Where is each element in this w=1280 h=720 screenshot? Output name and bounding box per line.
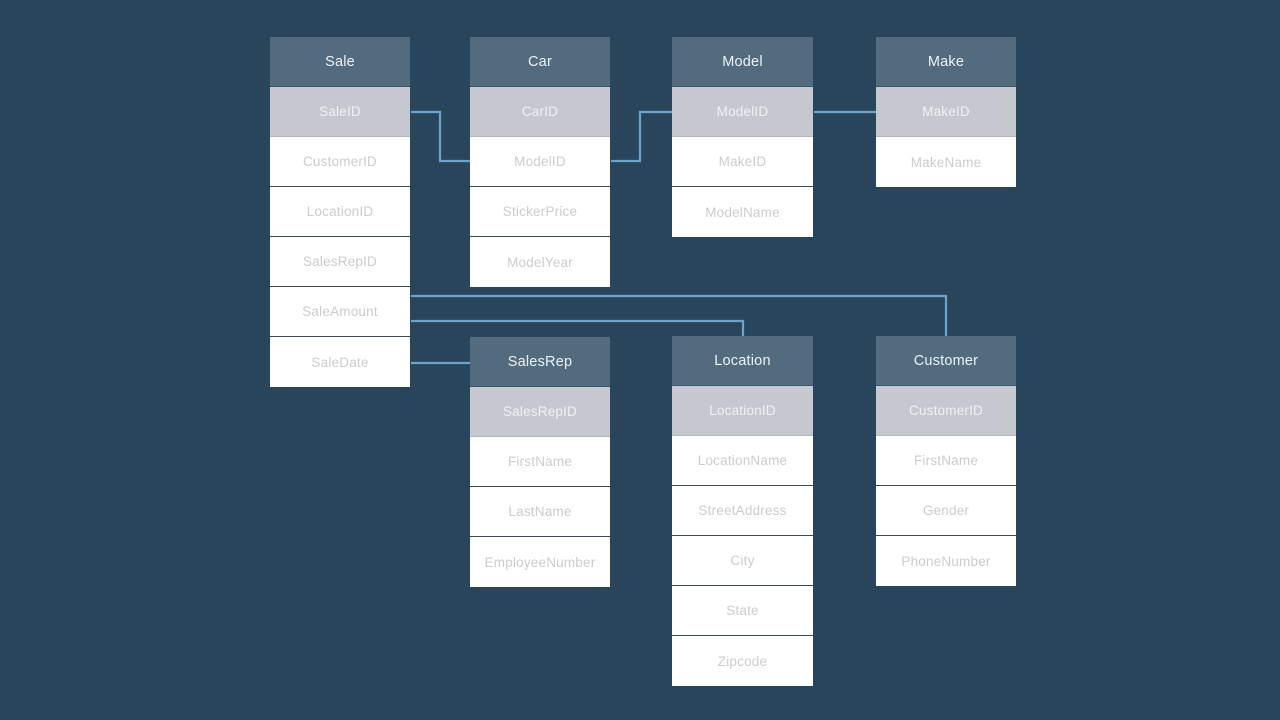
field-state[interactable]: State [672,586,813,636]
entity-title: Customer [876,336,1016,386]
entity-title: Car [470,37,610,87]
primary-key-field-modelid[interactable]: ModelID [672,87,813,137]
field-saledate[interactable]: SaleDate [270,337,410,387]
field-zipcode[interactable]: Zipcode [672,636,813,686]
entity-title: Location [672,336,813,386]
relationship-line-0 [411,110,470,163]
field-modelname[interactable]: ModelName [672,187,813,237]
field-firstname[interactable]: FirstName [876,436,1016,486]
field-city[interactable]: City [672,536,813,586]
relationship-line-3 [411,294,948,336]
field-locationname[interactable]: LocationName [672,436,813,486]
primary-key-field-makeid[interactable]: MakeID [876,87,1016,137]
field-modelid[interactable]: ModelID [470,137,610,187]
entity-title: Sale [270,37,410,87]
field-saleamount[interactable]: SaleAmount [270,287,410,337]
primary-key-field-locationid[interactable]: LocationID [672,386,813,436]
field-firstname[interactable]: FirstName [470,437,610,487]
field-modelyear[interactable]: ModelYear [470,237,610,287]
entity-title: SalesRep [470,337,610,387]
field-salesrepid[interactable]: SalesRepID [270,237,410,287]
entity-title: Model [672,37,813,87]
relationship-line-1 [611,110,672,163]
field-gender[interactable]: Gender [876,486,1016,536]
field-locationid[interactable]: LocationID [270,187,410,237]
primary-key-field-customerid[interactable]: CustomerID [876,386,1016,436]
field-stickerprice[interactable]: StickerPrice [470,187,610,237]
field-makename[interactable]: MakeName [876,137,1016,187]
primary-key-field-saleid[interactable]: SaleID [270,87,410,137]
field-makeid[interactable]: MakeID [672,137,813,187]
field-streetaddress[interactable]: StreetAddress [672,486,813,536]
field-lastname[interactable]: LastName [470,487,610,537]
primary-key-field-salesrepid[interactable]: SalesRepID [470,387,610,437]
field-customerid[interactable]: CustomerID [270,137,410,187]
primary-key-field-carid[interactable]: CarID [470,87,610,137]
relationship-line-4 [411,319,745,336]
entity-title: Make [876,37,1016,87]
field-phonenumber[interactable]: PhoneNumber [876,536,1016,586]
field-employeenumber[interactable]: EmployeeNumber [470,537,610,587]
